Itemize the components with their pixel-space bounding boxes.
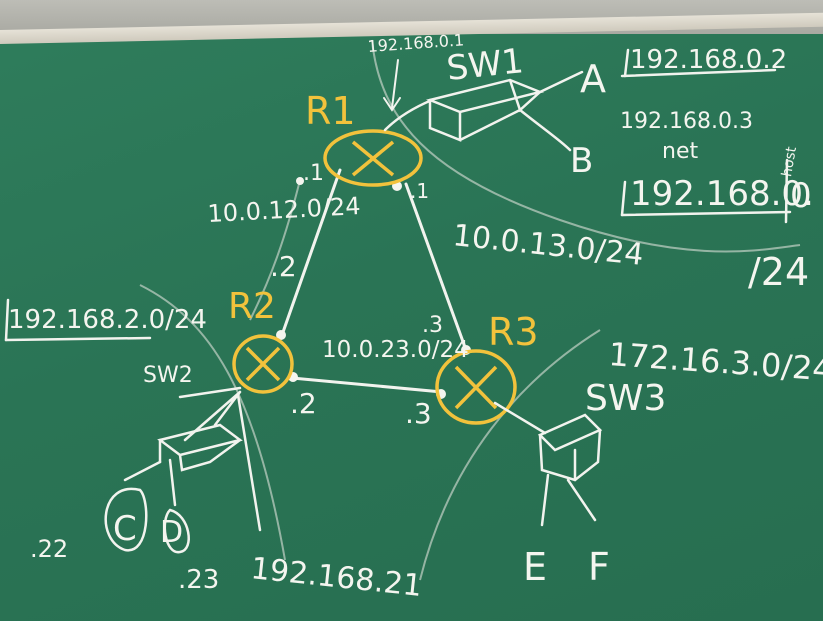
switch-sw1-label: SW1 — [445, 41, 526, 89]
host-label: host — [779, 145, 800, 178]
sw2-network-address: 192.168.2.0/24 — [8, 305, 207, 335]
link-r1-r2 — [280, 168, 342, 337]
link-r3-sw3 — [493, 401, 547, 435]
switch-sw3-label: SW3 — [585, 378, 666, 419]
net-value-bracket-left — [620, 180, 627, 217]
switch-sw1-icon — [425, 78, 545, 142]
router-r3-icon — [435, 349, 517, 425]
link-sw1-a — [538, 70, 584, 94]
link-r2-r3-subnet: 10.0.23.0/24 — [322, 337, 469, 363]
host-f-label: F — [588, 545, 610, 589]
gateway-arrow-sw1 — [383, 59, 401, 112]
router-r1-icon — [323, 129, 423, 187]
area-boundary-sw3 — [419, 329, 601, 581]
link-r1-r3 — [404, 182, 468, 352]
arrow-sw2-net — [178, 386, 242, 399]
net-label: net — [662, 139, 698, 164]
switch-sw2-icon — [157, 423, 243, 472]
area-boundary-left — [249, 179, 301, 321]
links-sw2-hosts — [123, 458, 177, 507]
switch-sw3-icon — [537, 413, 603, 482]
net-mask: /24 — [748, 250, 809, 294]
host-b-address: 192.168.0.3 — [620, 109, 753, 134]
net-value-tail: 0 — [790, 176, 812, 216]
router-r3-label: R3 — [488, 310, 539, 354]
area-boundary-top — [371, 39, 801, 253]
switch-sw2-label: SW2 — [143, 363, 193, 388]
r1-left-interface-label: .1 — [303, 161, 324, 186]
r2-top-interface-dot — [276, 330, 286, 340]
sw2-network-bracket — [4, 298, 10, 342]
link-sw1-b — [518, 108, 572, 152]
router-r2-label: R2 — [228, 286, 276, 327]
host-c-label: C — [113, 509, 137, 549]
sw2-network-underline — [4, 336, 152, 342]
link-r2-r3 — [290, 376, 444, 394]
sw2-gateway-address: 192.168.21 — [249, 551, 423, 604]
net-host-separator — [784, 158, 789, 224]
r2-right-interface-label: .2 — [290, 387, 317, 420]
links-sw2 — [183, 390, 262, 532]
r1-left-interface-dot — [296, 177, 304, 185]
host-d-label: D — [160, 515, 183, 550]
links-sw3-hosts — [540, 473, 597, 527]
area-boundary-sw2 — [139, 284, 286, 561]
host-b-label: B — [570, 141, 593, 181]
host-d-address: .23 — [178, 565, 219, 595]
router-r2-icon — [232, 334, 294, 394]
net-value: 192.168.0. — [630, 174, 814, 214]
host-a-label: A — [580, 57, 606, 101]
router-r1-label: R1 — [305, 89, 356, 133]
r2-top-interface-label: .2 — [270, 250, 297, 283]
r1-right-interface-label: .1 — [410, 179, 429, 203]
host-c-address: .22 — [30, 535, 68, 563]
host-a-address-bracket — [623, 48, 630, 78]
link-r1-r2-subnet: 10.0.12.0/24 — [207, 192, 361, 228]
host-d-outline — [163, 508, 190, 554]
host-a-address-underline — [620, 68, 777, 78]
r3-top-interface-label: .3 — [422, 313, 443, 338]
r3-left-interface-label: .3 — [405, 397, 432, 430]
link-r1-r3-subnet: 10.0.13.0/24 — [451, 218, 645, 273]
link-r1-sw1 — [383, 98, 434, 132]
host-e-label: E — [523, 545, 547, 589]
net-value-underline — [620, 210, 792, 217]
host-c-outline — [104, 487, 148, 552]
